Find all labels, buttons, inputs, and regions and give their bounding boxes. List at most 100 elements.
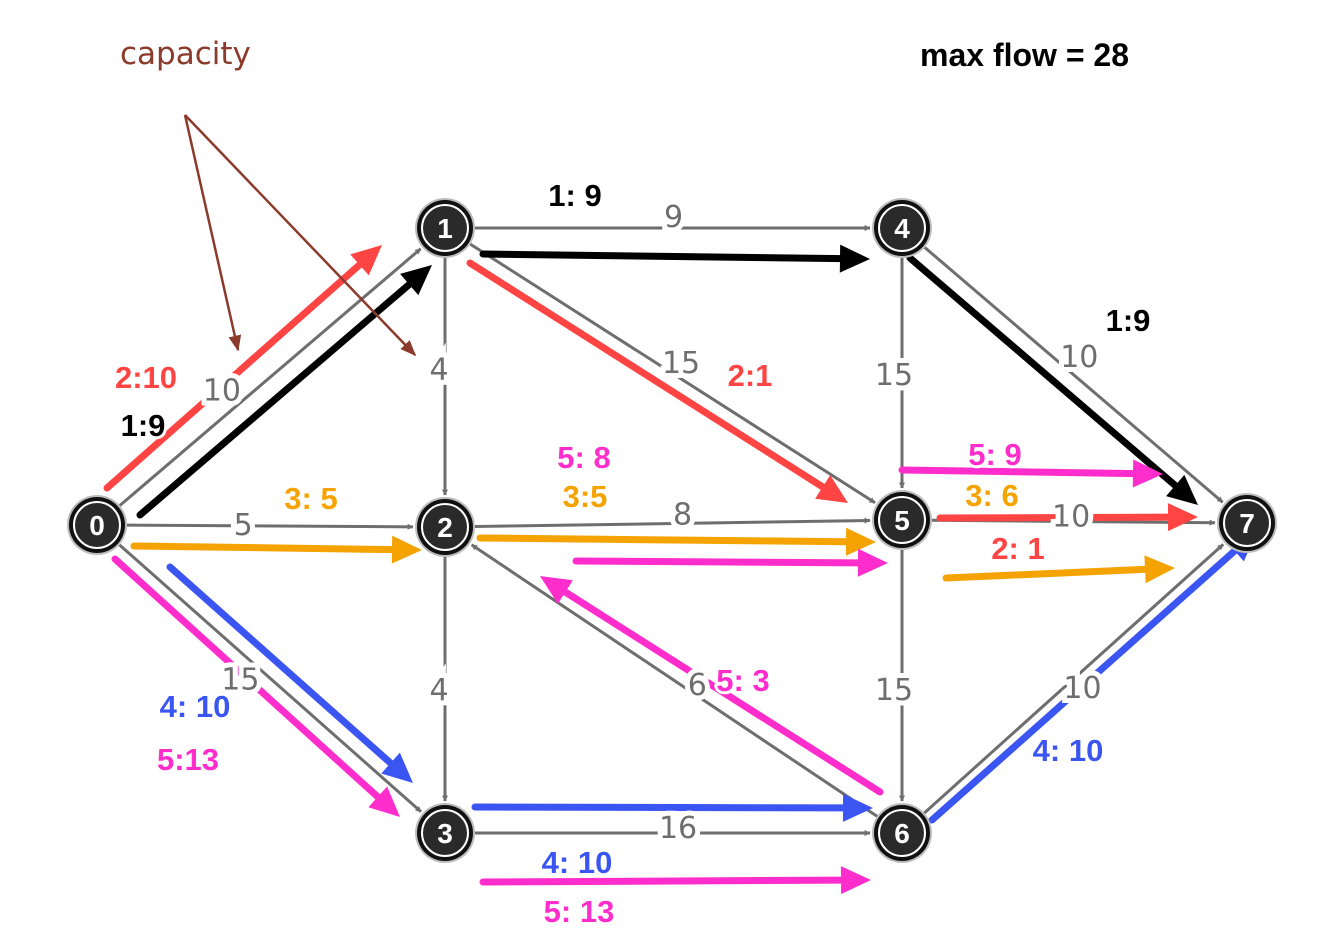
path5-arrow-15 bbox=[540, 576, 884, 796]
node-disc bbox=[1223, 499, 1271, 547]
node-4: 4 bbox=[872, 198, 932, 258]
edge-0-1 bbox=[118, 247, 422, 507]
path4-arrow-shaft bbox=[166, 563, 396, 768]
path2-arrow-head bbox=[350, 245, 382, 276]
path1-arrow-head bbox=[839, 244, 870, 273]
path5-arrow-head bbox=[857, 548, 888, 577]
flow-label-path3: 3: 5 bbox=[284, 481, 337, 516]
capacity-label-2-3: 4 bbox=[429, 673, 448, 708]
path3-arrow-shaft bbox=[476, 534, 852, 546]
path1-arrow-2 bbox=[906, 254, 1198, 505]
path2-arrow-head bbox=[815, 475, 848, 503]
path5-arrow-shaft bbox=[560, 587, 884, 796]
flow-label-path5: 5:13 bbox=[157, 742, 219, 777]
capacity-label-4-7: 10 bbox=[1060, 340, 1098, 375]
capacity-label-6-7: 10 bbox=[1063, 671, 1101, 706]
path5-arrow-shaft bbox=[898, 466, 1139, 478]
path5-arrow-14 bbox=[572, 548, 888, 577]
flow-label-path2: 2: 1 bbox=[991, 531, 1044, 566]
flow-label-path5: 5: 13 bbox=[544, 894, 615, 929]
path4-arrow-10 bbox=[471, 793, 873, 822]
flow-label-path3: 3:5 bbox=[563, 479, 608, 514]
edge-0-2 bbox=[126, 523, 414, 530]
path5-arrow-12 bbox=[111, 555, 400, 817]
path4-arrow-9 bbox=[166, 563, 413, 783]
capacity-label-1-4: 9 bbox=[664, 200, 683, 235]
node-disc bbox=[878, 809, 926, 857]
capacity-label-0-1: 10 bbox=[203, 373, 241, 408]
callout-arrow-b bbox=[184, 114, 417, 357]
node-0: 0 bbox=[67, 495, 127, 555]
capacity-label-3-6: 16 bbox=[659, 811, 697, 846]
path5-arrow-13 bbox=[479, 866, 871, 895]
path4-arrow-head bbox=[842, 793, 873, 822]
edge-0-3 bbox=[118, 543, 423, 813]
capacity-label-4-5: 15 bbox=[875, 358, 913, 393]
path1-arrow-shaft bbox=[479, 250, 846, 263]
node-label: 4 bbox=[894, 213, 910, 244]
path5-arrow-16 bbox=[898, 459, 1163, 488]
capacity-label-1-2: 4 bbox=[429, 353, 448, 388]
capacity-label-2-5: 8 bbox=[673, 497, 692, 532]
edge-2-5 bbox=[474, 517, 871, 529]
path2-arrow-shaft bbox=[103, 260, 365, 492]
path1-arrow-0 bbox=[136, 265, 432, 519]
flow-label-path4: 4: 10 bbox=[1033, 733, 1104, 768]
path3-arrow-7 bbox=[476, 527, 876, 556]
capacity-callout: capacity bbox=[120, 36, 417, 357]
node-disc bbox=[878, 496, 926, 544]
edge-6-2 bbox=[470, 543, 878, 818]
flow-label-path5: 5: 8 bbox=[557, 440, 610, 475]
capacity-label-0-3: 15 bbox=[221, 663, 259, 698]
node-disc bbox=[421, 809, 469, 857]
path5-arrow-head bbox=[540, 576, 573, 604]
path3-arrow-shaft bbox=[942, 565, 1151, 582]
node-disc bbox=[73, 501, 121, 549]
path1-arrow-shaft bbox=[136, 279, 415, 519]
node-6: 6 bbox=[872, 803, 932, 863]
capacity-label-5-6: 15 bbox=[875, 673, 913, 708]
edge-4-7 bbox=[923, 246, 1224, 504]
flow-label-path3: 3: 6 bbox=[965, 478, 1018, 513]
path2-arrow-shaft bbox=[466, 259, 828, 492]
path2-arrow-head bbox=[1167, 503, 1198, 532]
path5-arrow-shaft bbox=[111, 555, 383, 802]
flow-label-path5: 5: 3 bbox=[716, 663, 769, 698]
node-1: 1 bbox=[415, 198, 475, 258]
flow-label-path1: 1:9 bbox=[1106, 303, 1151, 338]
path1-arrow-head bbox=[1166, 474, 1198, 505]
node-label: 7 bbox=[1239, 508, 1255, 539]
node-7: 7 bbox=[1217, 493, 1277, 553]
node-label: 6 bbox=[894, 818, 910, 849]
node-5: 5 bbox=[872, 490, 932, 550]
path5-arrow-head bbox=[368, 786, 400, 817]
node-disc bbox=[421, 204, 469, 252]
path3-arrow-8 bbox=[942, 555, 1175, 584]
flow-label-path4: 4: 10 bbox=[542, 845, 613, 880]
node-label: 0 bbox=[89, 510, 105, 541]
node-3: 3 bbox=[415, 803, 475, 863]
edge-1-5 bbox=[469, 242, 876, 505]
path5-arrow-head bbox=[1132, 459, 1163, 488]
path4-arrow-shaft bbox=[928, 546, 1240, 824]
node-disc bbox=[878, 204, 926, 252]
flow-label-path1: 1:9 bbox=[121, 408, 166, 443]
path4-arrow-shaft bbox=[471, 803, 849, 812]
path3-arrow-head bbox=[1144, 555, 1175, 584]
path3-arrow-head bbox=[391, 535, 422, 564]
callout-arrow-a bbox=[183, 114, 242, 352]
path2-arrow-shaft bbox=[936, 513, 1174, 522]
capacity-label-5-7: 10 bbox=[1052, 499, 1090, 534]
capacity-label-0-2: 5 bbox=[234, 508, 253, 543]
flow-label-path2: 2:10 bbox=[115, 360, 177, 395]
path2-arrow-3 bbox=[103, 245, 382, 492]
edge-6-7 bbox=[923, 543, 1225, 815]
path3-arrow-head bbox=[845, 527, 876, 556]
capacity-label-1-5: 15 bbox=[662, 346, 700, 381]
flow-label-path1: 1: 9 bbox=[548, 178, 601, 213]
path5-arrow-head bbox=[840, 866, 871, 895]
path3-arrow-6 bbox=[130, 535, 422, 564]
node-label: 3 bbox=[437, 818, 453, 849]
